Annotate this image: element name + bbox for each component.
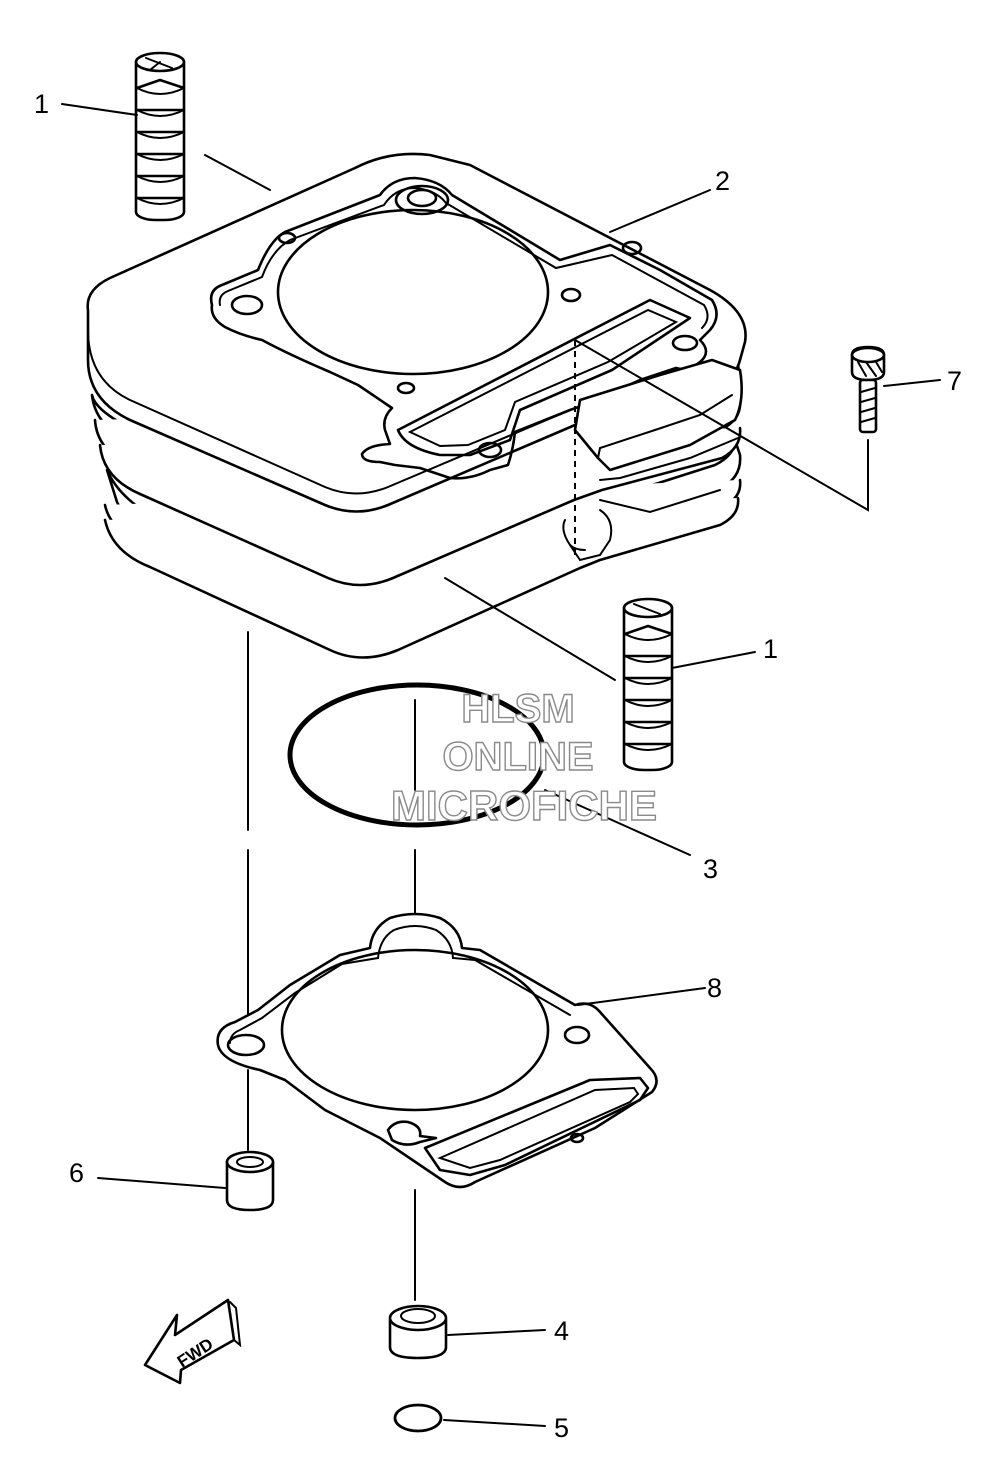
callout-numbers: 1 2 7 1 3 8 6 4 5 [34,89,962,1443]
callout-6: 6 [69,1158,84,1188]
callout-3: 3 [703,854,718,884]
callout-8: 8 [707,973,722,1003]
fwd-arrow: FWD [143,1298,242,1385]
callout-4: 4 [554,1316,569,1346]
callout-1-top: 1 [34,89,49,119]
callout-7: 7 [947,366,962,396]
watermark: HLSM ONLINE MICROFICHE [390,686,657,829]
bolt[interactable] [574,339,886,560]
watermark-line-2: ONLINE [442,735,593,779]
o-ring-small[interactable] [393,1403,546,1433]
callout-2: 2 [715,166,730,196]
dowel-pin-right[interactable] [622,597,674,772]
callout-5: 5 [554,1413,569,1443]
watermark-line-3: MICROFICHE [391,782,657,829]
callout-1-right: 1 [763,634,778,664]
watermark-line-1: HLSM [461,687,574,731]
callout-leaders [61,103,941,669]
dowel-collar[interactable] [97,1150,275,1212]
dowel-collar-lower[interactable] [388,1304,546,1360]
base-gasket[interactable] [216,912,706,1189]
dowel-pin-top[interactable] [134,51,271,222]
cylinder-body[interactable] [86,152,747,681]
o-ring-large[interactable] [287,682,691,856]
